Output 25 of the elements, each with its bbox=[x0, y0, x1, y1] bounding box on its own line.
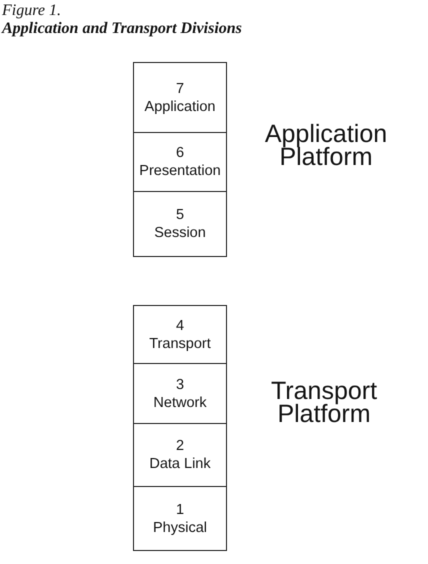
layer-number: 7 bbox=[176, 80, 184, 98]
figure-title: Application and Transport Divisions bbox=[2, 20, 242, 38]
layer-number: 1 bbox=[176, 500, 184, 518]
platform-label: Transport Platform bbox=[270, 380, 378, 426]
platform-label: Application Platform bbox=[264, 123, 388, 169]
layer-number: 3 bbox=[176, 376, 184, 394]
figure-number: Figure 1. bbox=[2, 2, 61, 20]
layer-box bbox=[133, 305, 227, 364]
layer-name: Session bbox=[154, 224, 206, 242]
layer-name: Network bbox=[153, 394, 207, 412]
layer-number: 5 bbox=[176, 206, 184, 224]
layer-box bbox=[133, 132, 227, 192]
layer-name: Presentation bbox=[139, 162, 221, 180]
layer-box bbox=[133, 363, 227, 424]
layer-name: Application bbox=[144, 98, 216, 116]
layer-number: 4 bbox=[176, 316, 184, 335]
layer-name: Data Link bbox=[149, 455, 211, 473]
layer-number: 2 bbox=[176, 437, 184, 455]
layer-box bbox=[133, 62, 227, 133]
layer-box bbox=[133, 191, 227, 257]
layer-number: 6 bbox=[176, 144, 184, 162]
layer-name: Transport bbox=[149, 334, 211, 353]
layer-box bbox=[133, 423, 227, 487]
layer-box bbox=[133, 486, 227, 551]
layer-name: Physical bbox=[153, 518, 207, 536]
